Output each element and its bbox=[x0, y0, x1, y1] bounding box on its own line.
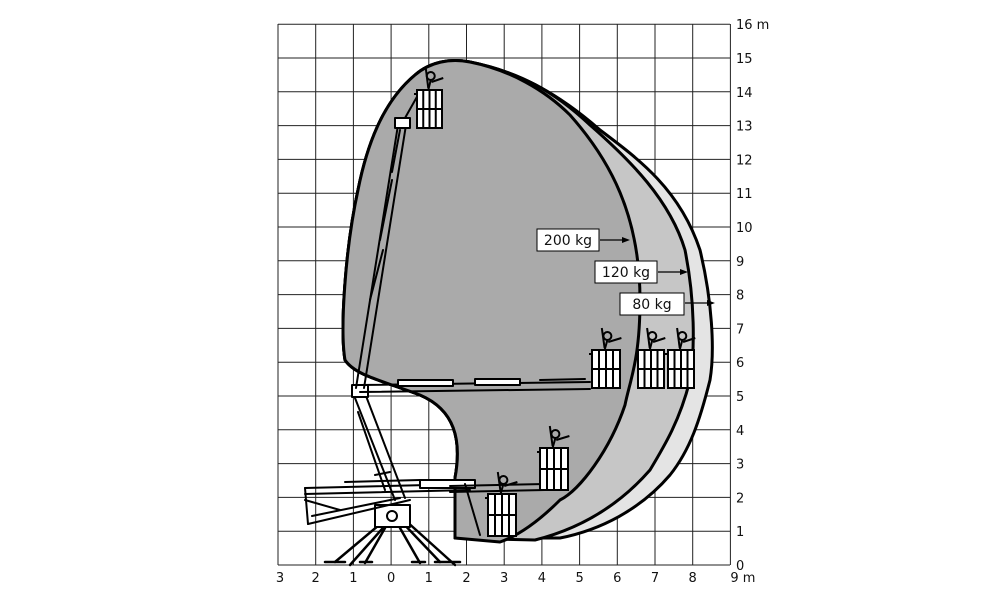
machine-drawing bbox=[304, 94, 591, 567]
y-tick-label: 10 bbox=[736, 221, 753, 236]
x-tick-label: 5 bbox=[575, 571, 583, 586]
y-tick-label: 13 bbox=[736, 120, 753, 135]
upper-boom-horizontal bbox=[359, 378, 591, 393]
x-tick-label: 3 bbox=[500, 571, 508, 586]
lower-boom bbox=[351, 384, 406, 501]
x-tick-label: 0 bbox=[387, 571, 395, 586]
y-tick-label: 7 bbox=[736, 322, 744, 337]
label-120kg: 120 kg bbox=[594, 260, 688, 284]
x-tick-label: 9 m bbox=[730, 571, 755, 586]
operator-figure bbox=[424, 67, 444, 91]
x-tick-label: 2 bbox=[312, 571, 320, 586]
y-tick-label: 6 bbox=[736, 356, 744, 371]
y-tick-label: 1 bbox=[736, 525, 744, 540]
y-tick-label: 11 bbox=[736, 187, 753, 202]
label-80kg-text: 80 kg bbox=[632, 297, 671, 313]
chassis bbox=[304, 479, 476, 528]
operator-figure bbox=[646, 327, 666, 351]
x-tick-label: 3 bbox=[276, 571, 284, 586]
y-tick-label: 12 bbox=[736, 153, 753, 168]
x-tick-label: 8 bbox=[689, 571, 697, 586]
operator-figure bbox=[548, 425, 570, 449]
y-tick-label: 14 bbox=[736, 86, 753, 101]
basket-mid-low bbox=[537, 425, 570, 491]
arrow-icon bbox=[707, 300, 715, 306]
label-80kg: 80 kg bbox=[619, 292, 715, 316]
y-tick-label: 16 m bbox=[736, 18, 769, 33]
lower-reach-boom bbox=[449, 483, 546, 536]
upper-boom-vertical bbox=[355, 94, 419, 389]
y-tick-label: 2 bbox=[736, 491, 744, 506]
y-tick-label: 8 bbox=[736, 289, 744, 304]
zone-200kg bbox=[341, 59, 642, 544]
y-tick-label: 3 bbox=[736, 458, 744, 473]
basket-200kg bbox=[589, 327, 622, 389]
y-tick-label: 0 bbox=[736, 559, 744, 574]
operator-figure bbox=[676, 327, 696, 351]
y-tick-label: 5 bbox=[736, 390, 744, 405]
basket-top bbox=[414, 67, 444, 129]
y-tick-label: 4 bbox=[736, 424, 744, 439]
arrow-icon bbox=[622, 237, 630, 243]
x-tick-label: 2 bbox=[462, 571, 470, 586]
x-tick-label: 1 bbox=[425, 571, 433, 586]
x-axis: 3 2 1 0 1 2 3 4 5 6 7 8 9 m bbox=[276, 571, 756, 586]
y-tick-label: 15 bbox=[736, 52, 753, 67]
basket-bottom bbox=[485, 471, 518, 537]
y-tick-label: 9 bbox=[736, 255, 744, 270]
label-200kg-text: 200 kg bbox=[544, 233, 592, 249]
x-tick-label: 7 bbox=[651, 571, 659, 586]
x-tick-label: 6 bbox=[613, 571, 621, 586]
arrow-icon bbox=[680, 269, 688, 275]
label-120kg-text: 120 kg bbox=[602, 265, 650, 281]
x-tick-label: 4 bbox=[538, 571, 546, 586]
load-labels: 200 kg 120 kg 80 kg bbox=[536, 228, 715, 316]
basket-80kg bbox=[665, 327, 696, 389]
operator-figure bbox=[496, 471, 518, 495]
label-200kg: 200 kg bbox=[536, 228, 630, 252]
basket-120kg bbox=[635, 327, 666, 389]
x-tick-label: 1 bbox=[349, 571, 357, 586]
operator-figure bbox=[600, 327, 622, 351]
